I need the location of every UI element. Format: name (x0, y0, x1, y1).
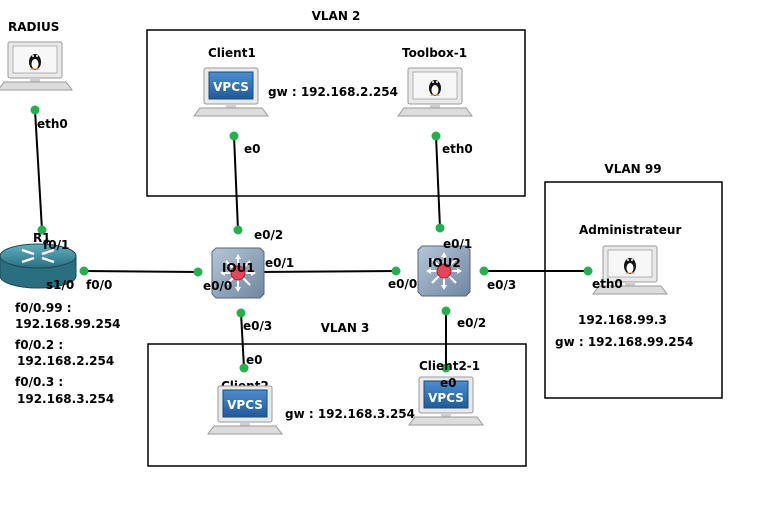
port-dots (30, 105, 593, 373)
client2-port-label: e0 (246, 353, 263, 367)
client2-1-port-label: e0 (440, 376, 457, 390)
r1-port-f00: f0/0 (86, 278, 112, 292)
node-radius[interactable]: RADIUS eth0 (0, 20, 73, 131)
vlan2-box: VLAN 2 (146, 9, 526, 197)
client2-vpcs-badge: VPCS (227, 398, 263, 412)
iou1-name: IOU1 (222, 261, 255, 275)
node-client1[interactable]: Client1 VPCS gw : 192.168.2.254 e0 (193, 46, 398, 156)
node-r1[interactable]: R1 f0/1 s1/0 f0/0 f0/0.99 : 192.168.99.2… (0, 231, 121, 406)
link-radius-r1[interactable] (34, 109, 43, 231)
iou2-port-e03: e0/3 (487, 278, 516, 292)
admin-port-label: eth0 (592, 277, 623, 291)
linux-pc-icon (397, 67, 473, 117)
radius-name: RADIUS (8, 20, 59, 34)
port-dot (37, 225, 47, 235)
client2-1-vpcs-badge: VPCS (428, 391, 464, 405)
subif-name: f0/0.99 : (15, 301, 72, 315)
iou1-port-e03: e0/3 (243, 319, 272, 333)
router-icon (0, 243, 77, 289)
client2-gw: gw : 192.168.3.254 (285, 407, 415, 421)
toolbox-port-label: eth0 (442, 142, 473, 156)
r1-name: R1 (33, 231, 51, 245)
toolbox-name: Toolbox-1 (402, 46, 467, 60)
client1-gw: gw : 192.168.2.254 (268, 85, 398, 99)
linux-pc-icon (0, 41, 73, 91)
subif-name: f0/0.2 : (15, 338, 63, 352)
iou1-port-e02: e0/2 (254, 228, 283, 242)
port-dot (435, 223, 445, 233)
port-dot (391, 266, 401, 276)
admin-ip: 192.168.99.3 (578, 313, 667, 327)
port-dot (239, 363, 249, 373)
iou2-name: IOU2 (428, 256, 461, 270)
port-dot (431, 131, 441, 141)
client1-vpcs-badge: VPCS (213, 80, 249, 94)
switch-icon (417, 245, 471, 297)
link-client1-iou1[interactable] (233, 135, 239, 231)
vlan2-label: VLAN 2 (312, 9, 361, 23)
port-dot (193, 267, 203, 277)
vlan3-label: VLAN 3 (321, 321, 370, 335)
link-iou1-iou2[interactable] (255, 270, 397, 273)
link-r1-iou1[interactable] (83, 270, 199, 273)
node-client2-1[interactable]: Client2-1 e0 VPCS (408, 359, 484, 426)
port-dot (233, 225, 243, 235)
node-toolbox[interactable]: Toolbox-1 eth0 (397, 46, 473, 156)
node-client2[interactable]: e0 Client2 VPCS gw : 192.168.3.254 (207, 353, 415, 435)
subif-ip: 192.168.99.254 (15, 317, 121, 331)
r1-subinterfaces: f0/0.99 : 192.168.99.254 f0/0.2 : 192.16… (15, 301, 121, 406)
client1-port-label: e0 (244, 142, 261, 156)
links (34, 109, 588, 369)
node-iou2[interactable]: IOU2 e0/0 e0/1 e0/2 e0/3 (388, 237, 516, 330)
port-dot (441, 306, 451, 316)
r1-port-s10: s1/0 (46, 278, 74, 292)
iou1-port-e00: e0/0 (203, 279, 232, 293)
port-dot (236, 308, 246, 318)
admin-gw: gw : 192.168.99.254 (555, 335, 693, 349)
vlan99-label: VLAN 99 (604, 162, 661, 176)
port-dot (30, 105, 40, 115)
port-dot (479, 266, 489, 276)
iou2-port-e02: e0/2 (457, 316, 486, 330)
subif-name: f0/0.3 : (15, 375, 63, 389)
iou2-port-e01: e0/1 (443, 237, 472, 251)
iou1-port-e01: e0/1 (265, 256, 294, 270)
node-admin[interactable]: Administrateur eth0 192.168.99.3 gw : 19… (555, 223, 693, 349)
vlan99-box: VLAN 99 (544, 162, 723, 399)
port-dot (79, 266, 89, 276)
client2-1-name: Client2-1 (419, 359, 480, 373)
iou2-port-e00: e0/0 (388, 277, 417, 291)
port-dot (229, 131, 239, 141)
node-iou1[interactable]: IOU1 e0/0 e0/1 e0/2 e0/3 (203, 228, 294, 333)
vlan3-box: VLAN 3 (147, 321, 527, 467)
client1-name: Client1 (208, 46, 256, 60)
subif-ip: 192.168.3.254 (17, 392, 114, 406)
r1-port-f01: f0/1 (43, 238, 69, 252)
link-toolbox-iou2[interactable] (435, 135, 441, 229)
port-dot (583, 266, 593, 276)
port-dot (441, 363, 451, 373)
subif-ip: 192.168.2.254 (17, 354, 114, 368)
link-iou1-client2[interactable] (240, 312, 245, 369)
admin-name: Administrateur (579, 223, 681, 237)
radius-port-label: eth0 (37, 117, 68, 131)
